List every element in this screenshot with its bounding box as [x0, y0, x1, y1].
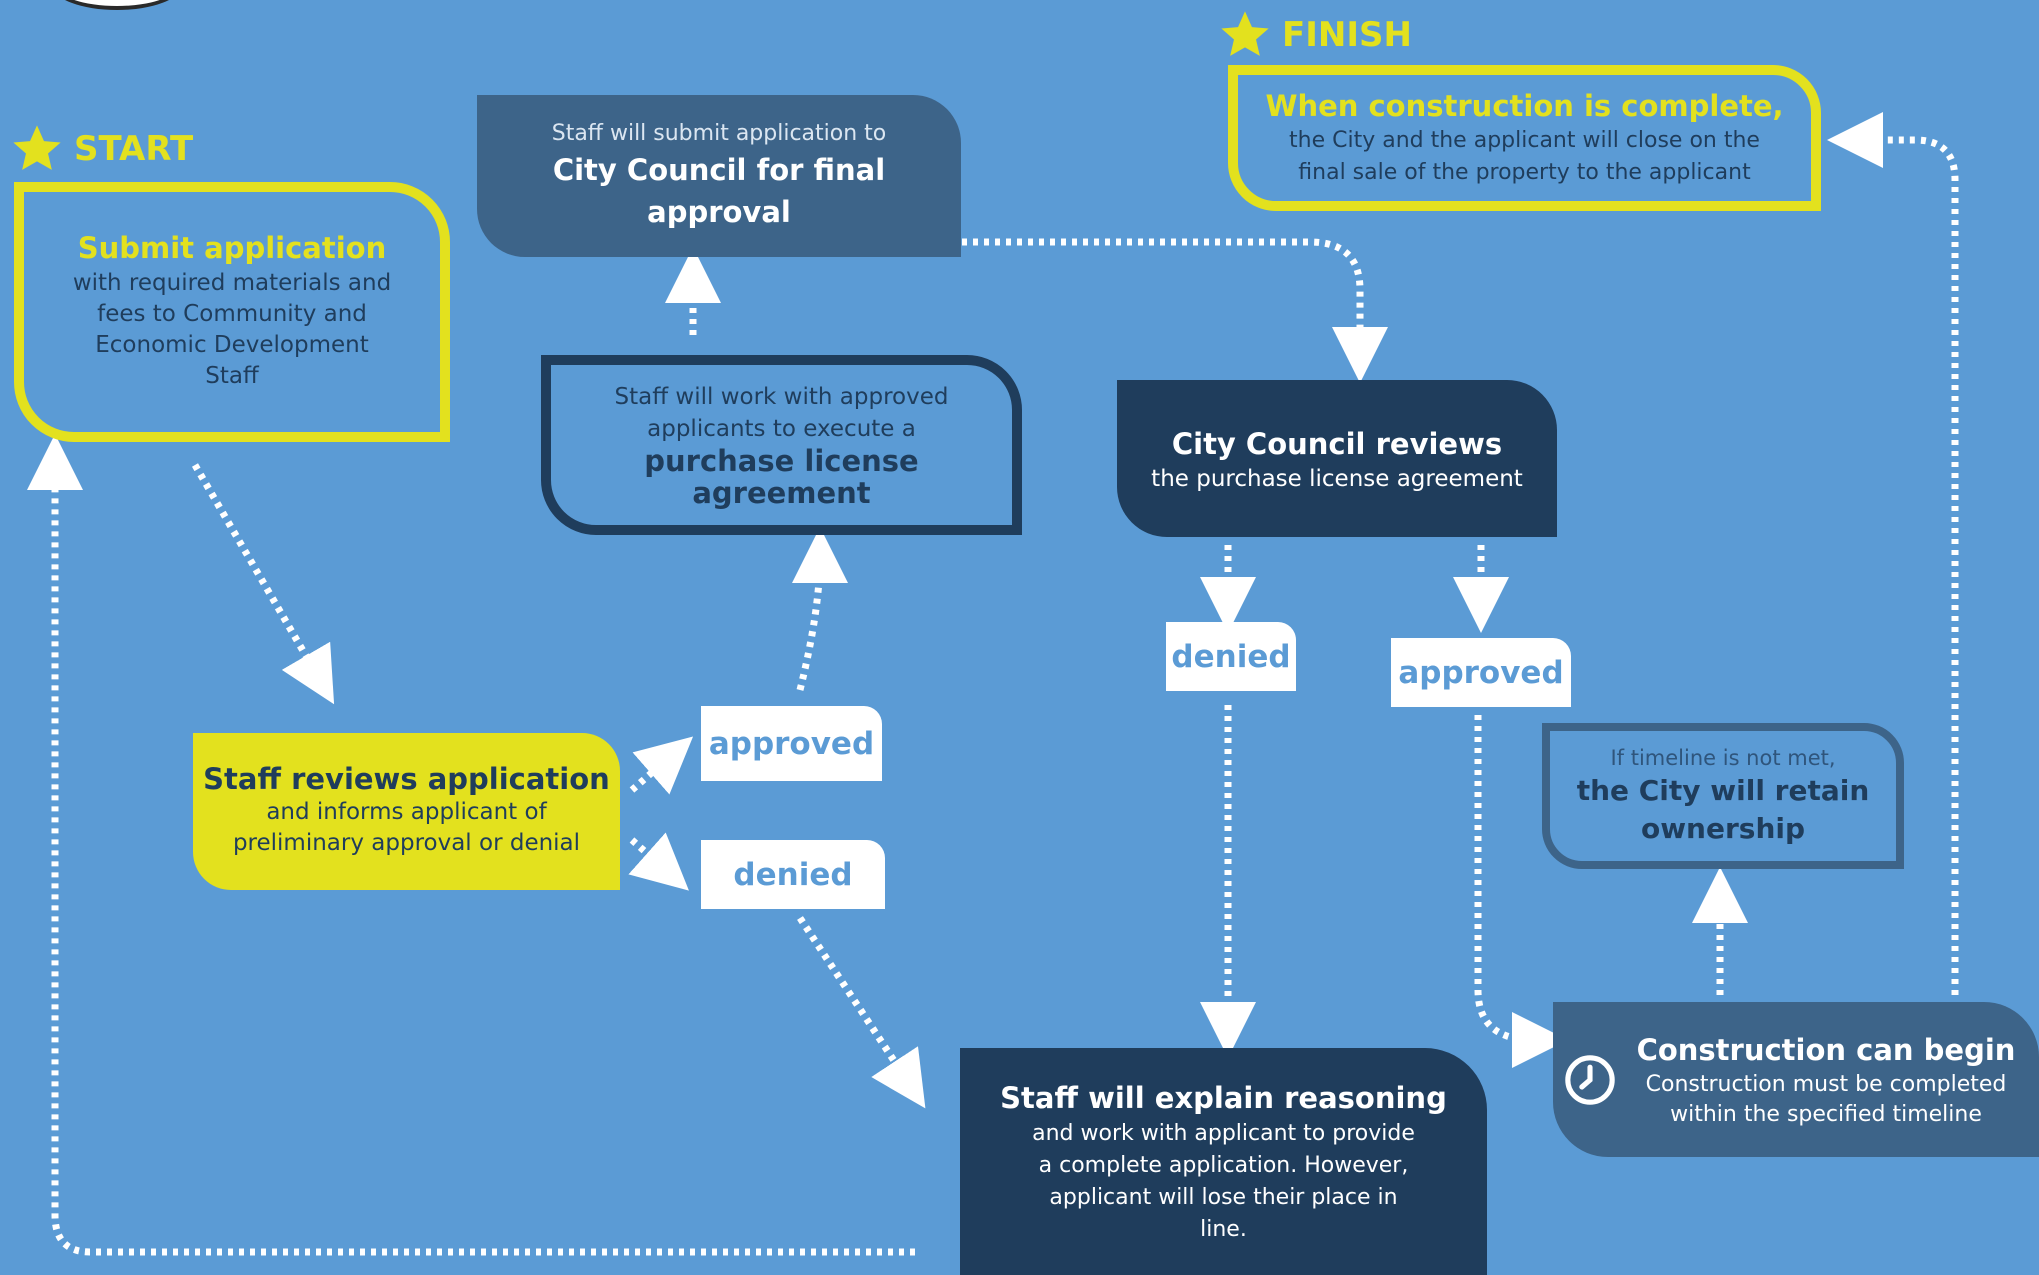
staff-reviews-line-1: and informs applicant of	[266, 799, 547, 825]
arrow-approved-to-agreement	[791, 527, 848, 691]
staff-reviews-line-2: preliminary approval or denial	[232, 830, 581, 856]
finish-text: FINISH	[1282, 15, 1412, 55]
explain-title: Staff will explain reasoning	[1000, 1080, 1447, 1115]
submit-line-3: Economic Development	[95, 331, 369, 358]
approved-tag-council: approved	[1391, 638, 1571, 707]
submit-council-box: Staff will submit application to City Co…	[477, 95, 961, 257]
purchase-line-1: Staff will work with approved	[614, 384, 949, 410]
submit-council-title: City Council for final approval	[552, 153, 886, 229]
retain-line-1: the City will retain	[1576, 774, 1870, 807]
start-text: START	[74, 129, 194, 169]
explain-line-2: a complete application. However,	[1038, 1152, 1409, 1178]
arrow-approved2-to-construction	[1474, 715, 1568, 1068]
construction-title: Construction can begin	[1636, 1032, 2016, 1067]
city-seal-logo	[52, 0, 182, 10]
explain-line-4: line.	[1200, 1216, 1247, 1242]
finish-label: FINISH	[1218, 8, 1412, 62]
retain-pre: If timeline is not met,	[1610, 746, 1836, 770]
submit-application-box: Submit application with required materia…	[14, 182, 450, 442]
submit-council-pre: Staff will submit application to	[551, 121, 887, 146]
denied-tag-council: denied	[1166, 622, 1296, 691]
arrow-review-to-approved	[629, 736, 694, 795]
council-reviews-title: City Council reviews	[1171, 426, 1503, 461]
finish-line-1: the City and the applicant will close on…	[1289, 128, 1760, 153]
explain-line-1: and work with applicant to provide	[1032, 1120, 1415, 1146]
purchase-line-2: applicants to execute a	[647, 416, 916, 442]
arrow-submit-to-review	[191, 463, 335, 705]
approved-tag-staff: approved	[701, 706, 882, 781]
council-reviews-sub: the purchase license agreement	[1151, 465, 1523, 492]
purchase-agreement-box: Staff will work with approved applicants…	[541, 355, 1022, 535]
retain-ownership-box: If timeline is not met, the City will re…	[1542, 723, 1904, 869]
explain-reasoning-box: Staff will explain reasoning and work wi…	[960, 1048, 1487, 1275]
finish-title: When construction is complete,	[1265, 89, 1784, 123]
clock-icon	[1565, 1055, 1615, 1105]
construction-line-2: within the specified timeline	[1670, 1101, 1982, 1127]
retain-line-2: ownership	[1640, 812, 1806, 845]
arrow-review-to-denied	[628, 832, 689, 891]
arrow-council-submit-to-reviews	[962, 238, 1388, 383]
denied-tag-staff: denied	[701, 840, 885, 909]
finish-box: When construction is complete, the City …	[1228, 65, 1821, 211]
star-icon	[13, 125, 61, 170]
purchase-title: purchase license agreement	[644, 444, 919, 510]
submit-line-4: Staff	[205, 362, 259, 389]
submit-line-1: with required materials and	[72, 269, 392, 296]
explain-line-3: applicant will lose their place in	[1049, 1184, 1398, 1210]
star-icon	[1221, 11, 1269, 56]
staff-reviews-box: Staff reviews application and informs ap…	[193, 733, 620, 890]
submit-title: Submit application	[77, 230, 387, 265]
council-reviews-box: City Council reviews the purchase licens…	[1117, 380, 1557, 537]
construction-box: Construction can begin Construction must…	[1553, 1002, 2039, 1157]
staff-reviews-title: Staff reviews application	[203, 762, 610, 796]
finish-line-2: final sale of the property to the applic…	[1298, 160, 1751, 185]
start-label: START	[10, 122, 193, 176]
construction-line-1: Construction must be completed	[1645, 1071, 2007, 1097]
submit-line-2: fees to Community and	[97, 300, 367, 327]
arrow-denied1-to-explain	[797, 916, 926, 1109]
